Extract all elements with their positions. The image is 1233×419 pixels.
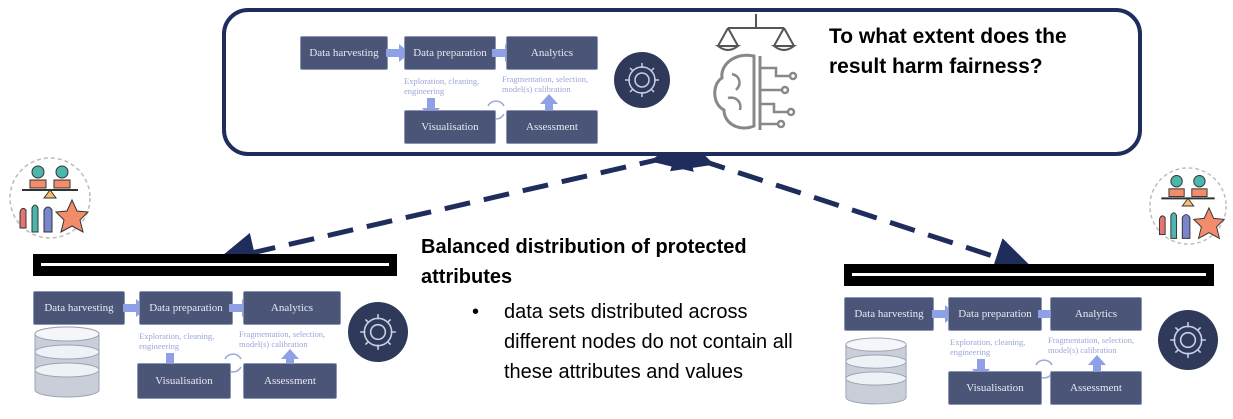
step-data-preparation: Data preparation bbox=[404, 36, 496, 70]
note-fragmentation: Fragmentation, selection, model(s) calib… bbox=[1048, 335, 1135, 355]
note-fragmentation: Fragmentation, selection, model(s) calib… bbox=[239, 329, 326, 349]
up-arrow-icon bbox=[281, 349, 299, 369]
step-data-harvesting: Data harvesting bbox=[33, 291, 125, 325]
step-data-preparation: Data preparation bbox=[139, 291, 233, 325]
central-aggregation-box bbox=[222, 8, 1142, 156]
step-analytics: Analytics bbox=[506, 36, 598, 70]
step-assessment: Assessment bbox=[243, 363, 337, 399]
step-analytics: Analytics bbox=[243, 291, 341, 325]
database-icon bbox=[34, 326, 100, 398]
up-arrow-icon bbox=[1088, 355, 1106, 375]
bullet-dot: • bbox=[472, 301, 480, 323]
note-exploration: Exploration, cleaning, engineering bbox=[139, 331, 215, 351]
scale-brain-icon bbox=[713, 14, 798, 130]
node-bar-right bbox=[844, 264, 1214, 286]
fairness-question: To what extent does the result harm fair… bbox=[829, 25, 1067, 78]
step-visualisation: Visualisation bbox=[137, 363, 231, 399]
node-bar-left bbox=[33, 254, 397, 276]
ai-chip-gear-icon bbox=[1158, 310, 1218, 370]
people-balance-icon bbox=[1149, 167, 1227, 245]
people-balance-icon bbox=[9, 157, 91, 239]
step-visualisation: Visualisation bbox=[948, 371, 1042, 405]
step-data-harvesting: Data harvesting bbox=[300, 36, 388, 70]
pipeline-center: Data harvesting Data preparation Analyti… bbox=[300, 36, 700, 146]
note-exploration: Exploration, cleaning, engineering bbox=[404, 76, 480, 96]
pipeline-right: Data harvesting Data preparation Analyti… bbox=[844, 297, 1144, 407]
ai-chip-gear-icon bbox=[348, 302, 408, 362]
note-exploration: Exploration, cleaning, engineering bbox=[950, 337, 1026, 357]
up-arrow-icon bbox=[540, 94, 558, 114]
step-data-preparation: Data preparation bbox=[948, 297, 1042, 331]
ai-chip-gear-icon bbox=[614, 52, 670, 108]
step-assessment: Assessment bbox=[506, 110, 598, 144]
database-icon bbox=[845, 337, 907, 405]
step-data-harvesting: Data harvesting bbox=[844, 297, 934, 331]
step-visualisation: Visualisation bbox=[404, 110, 496, 144]
pipeline-left: Data harvesting Data preparation Analyti… bbox=[33, 291, 343, 401]
balanced-distribution-title: Balanced distribution of protected attri… bbox=[421, 236, 747, 288]
bullet-text: data sets distributed across different n… bbox=[504, 301, 793, 383]
note-fragmentation: Fragmentation, selection, model(s) calib… bbox=[502, 74, 589, 94]
step-analytics: Analytics bbox=[1050, 297, 1142, 331]
step-assessment: Assessment bbox=[1050, 371, 1142, 405]
